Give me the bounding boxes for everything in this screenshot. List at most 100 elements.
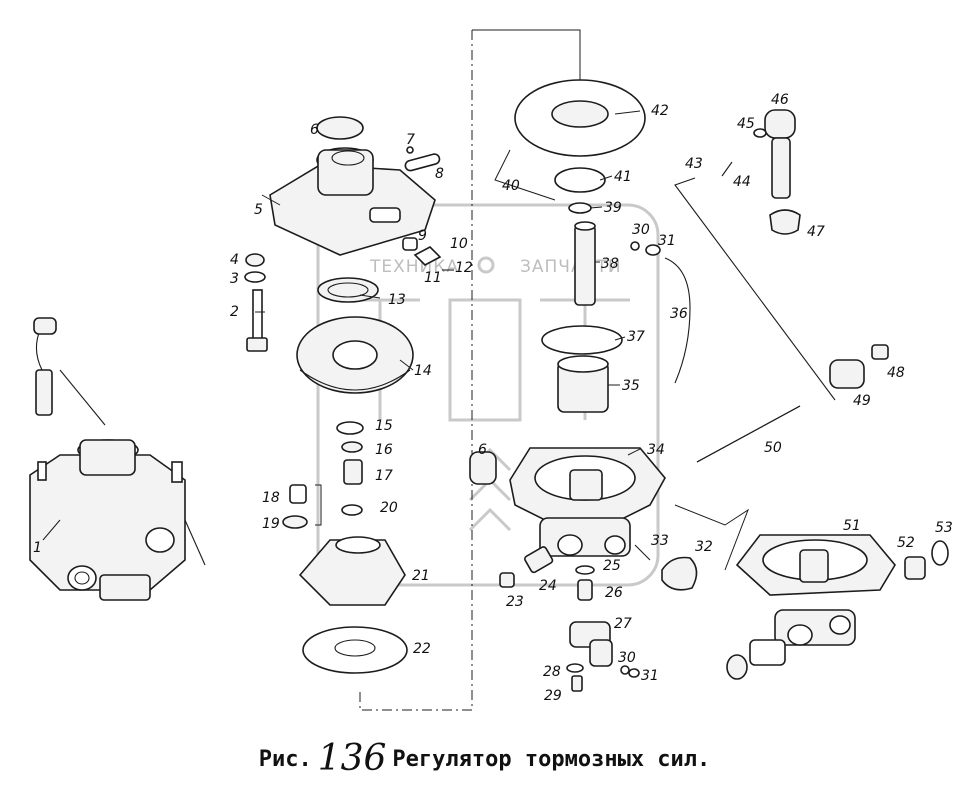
label-3: 3 xyxy=(230,271,239,287)
label-33: 33 xyxy=(651,533,669,549)
part-22-diaphragm xyxy=(302,626,408,674)
label-23: 23 xyxy=(506,594,524,610)
label-47: 47 xyxy=(807,224,825,240)
label-48: 48 xyxy=(887,365,905,381)
label-4: 4 xyxy=(230,252,239,268)
part-23-plug xyxy=(499,572,515,588)
part-32-cap xyxy=(661,556,698,591)
part-10-bracket xyxy=(413,246,442,266)
label-25: 25 xyxy=(603,558,621,574)
label-8: 8 xyxy=(435,166,444,182)
part-42-diaphragm xyxy=(514,79,646,157)
label-43: 43 xyxy=(685,156,703,172)
part-53-ring xyxy=(931,540,949,566)
label-15: 15 xyxy=(375,418,393,434)
caption-title: Регулятор тормозных сил. xyxy=(392,747,711,772)
label-18: 18 xyxy=(262,490,280,506)
label-46: 46 xyxy=(771,92,789,108)
part-33-pin xyxy=(634,544,651,561)
label-30b: 30 xyxy=(618,650,636,666)
part-48-bolt xyxy=(871,344,889,360)
label-22: 22 xyxy=(413,641,431,657)
part-43-rod xyxy=(674,177,836,401)
label-30: 30 xyxy=(632,222,650,238)
label-21: 21 xyxy=(412,568,430,584)
part-24-spring xyxy=(524,546,554,574)
part-36-tube xyxy=(664,257,691,384)
label-1: 1 xyxy=(33,540,42,556)
label-12: 12 xyxy=(455,260,473,276)
part-13-seal-ring xyxy=(317,277,379,303)
part-40-bracket xyxy=(494,149,556,201)
label-51: 51 xyxy=(843,518,861,534)
watermark-shield xyxy=(316,203,660,587)
label-29: 29 xyxy=(544,688,562,704)
label-19: 19 xyxy=(262,516,280,532)
part-30-washer xyxy=(630,241,640,251)
label-20: 20 xyxy=(380,500,398,516)
part-51-housing-assembly xyxy=(726,534,896,680)
label-49: 49 xyxy=(853,393,871,409)
part-15-ring xyxy=(336,421,364,435)
part-6-plug xyxy=(316,116,364,140)
part-14-ribbed-piston xyxy=(296,316,414,394)
exploded-view-diagram: ТЕХНИКА ЗАПЧАСТИ xyxy=(29,29,953,711)
part-2-bolt xyxy=(246,289,268,352)
label-42: 42 xyxy=(651,103,669,119)
part-45-washer xyxy=(753,128,767,138)
label-50: 50 xyxy=(764,440,782,456)
caption-prefix: Рис. xyxy=(258,747,312,772)
label-2: 2 xyxy=(230,304,239,320)
part-41-ring xyxy=(554,167,606,193)
part-30b-washer xyxy=(620,665,630,675)
part-8-plate xyxy=(404,153,441,172)
part-28-washer xyxy=(566,663,584,673)
part-52-bushing xyxy=(904,556,926,580)
label-10: 10 xyxy=(450,236,468,252)
label-27: 27 xyxy=(614,616,632,632)
part-34-lower-housing xyxy=(509,447,666,557)
label-17: 17 xyxy=(375,468,393,484)
label-36: 36 xyxy=(670,306,688,322)
part-20-valve xyxy=(341,504,363,516)
label-39: 39 xyxy=(604,200,622,216)
part-37-snap-ring xyxy=(541,325,623,355)
assembly-bracket-right xyxy=(674,504,750,571)
part-25-ring xyxy=(575,565,595,575)
part-46-ball-joint xyxy=(764,109,796,199)
label-41: 41 xyxy=(614,169,632,185)
part-39-ring xyxy=(568,202,592,214)
label-52: 52 xyxy=(897,535,915,551)
part-35-sleeve xyxy=(557,355,609,413)
label-11: 11 xyxy=(424,270,442,286)
label-7: 7 xyxy=(406,132,415,148)
label-34: 34 xyxy=(647,442,665,458)
part-31b-washer xyxy=(628,668,640,678)
part-38-plunger xyxy=(574,221,596,306)
label-44: 44 xyxy=(733,174,751,190)
part-17-spring xyxy=(343,459,363,485)
part-21-valve-cone xyxy=(298,536,406,606)
watermark-gear-icon xyxy=(477,256,495,274)
label-28: 28 xyxy=(543,664,561,680)
label-6: 6 xyxy=(310,122,319,138)
label-26: 26 xyxy=(605,585,623,601)
axis-centerline xyxy=(359,30,473,711)
label-38: 38 xyxy=(601,256,619,272)
part-19-washer xyxy=(282,515,308,529)
part-47-clamp xyxy=(769,209,801,235)
part-5-top-cover xyxy=(269,147,436,256)
part-27-elbow xyxy=(569,621,613,667)
part-3-washer xyxy=(244,271,266,283)
part-31-washer xyxy=(645,244,661,256)
part-number-labels: 1 2 3 4 5 6 6 7 8 9 10 11 12 13 14 15 16… xyxy=(33,92,953,704)
caption-figure-number: 136 xyxy=(317,738,387,779)
part-44-cotter-pin xyxy=(721,161,733,177)
part-49-bushing xyxy=(829,359,865,389)
label-9: 9 xyxy=(418,228,427,244)
label-31b: 31 xyxy=(641,668,659,684)
part-18-pin xyxy=(289,484,307,504)
label-37: 37 xyxy=(627,329,645,345)
part-29-bolt xyxy=(571,675,583,692)
